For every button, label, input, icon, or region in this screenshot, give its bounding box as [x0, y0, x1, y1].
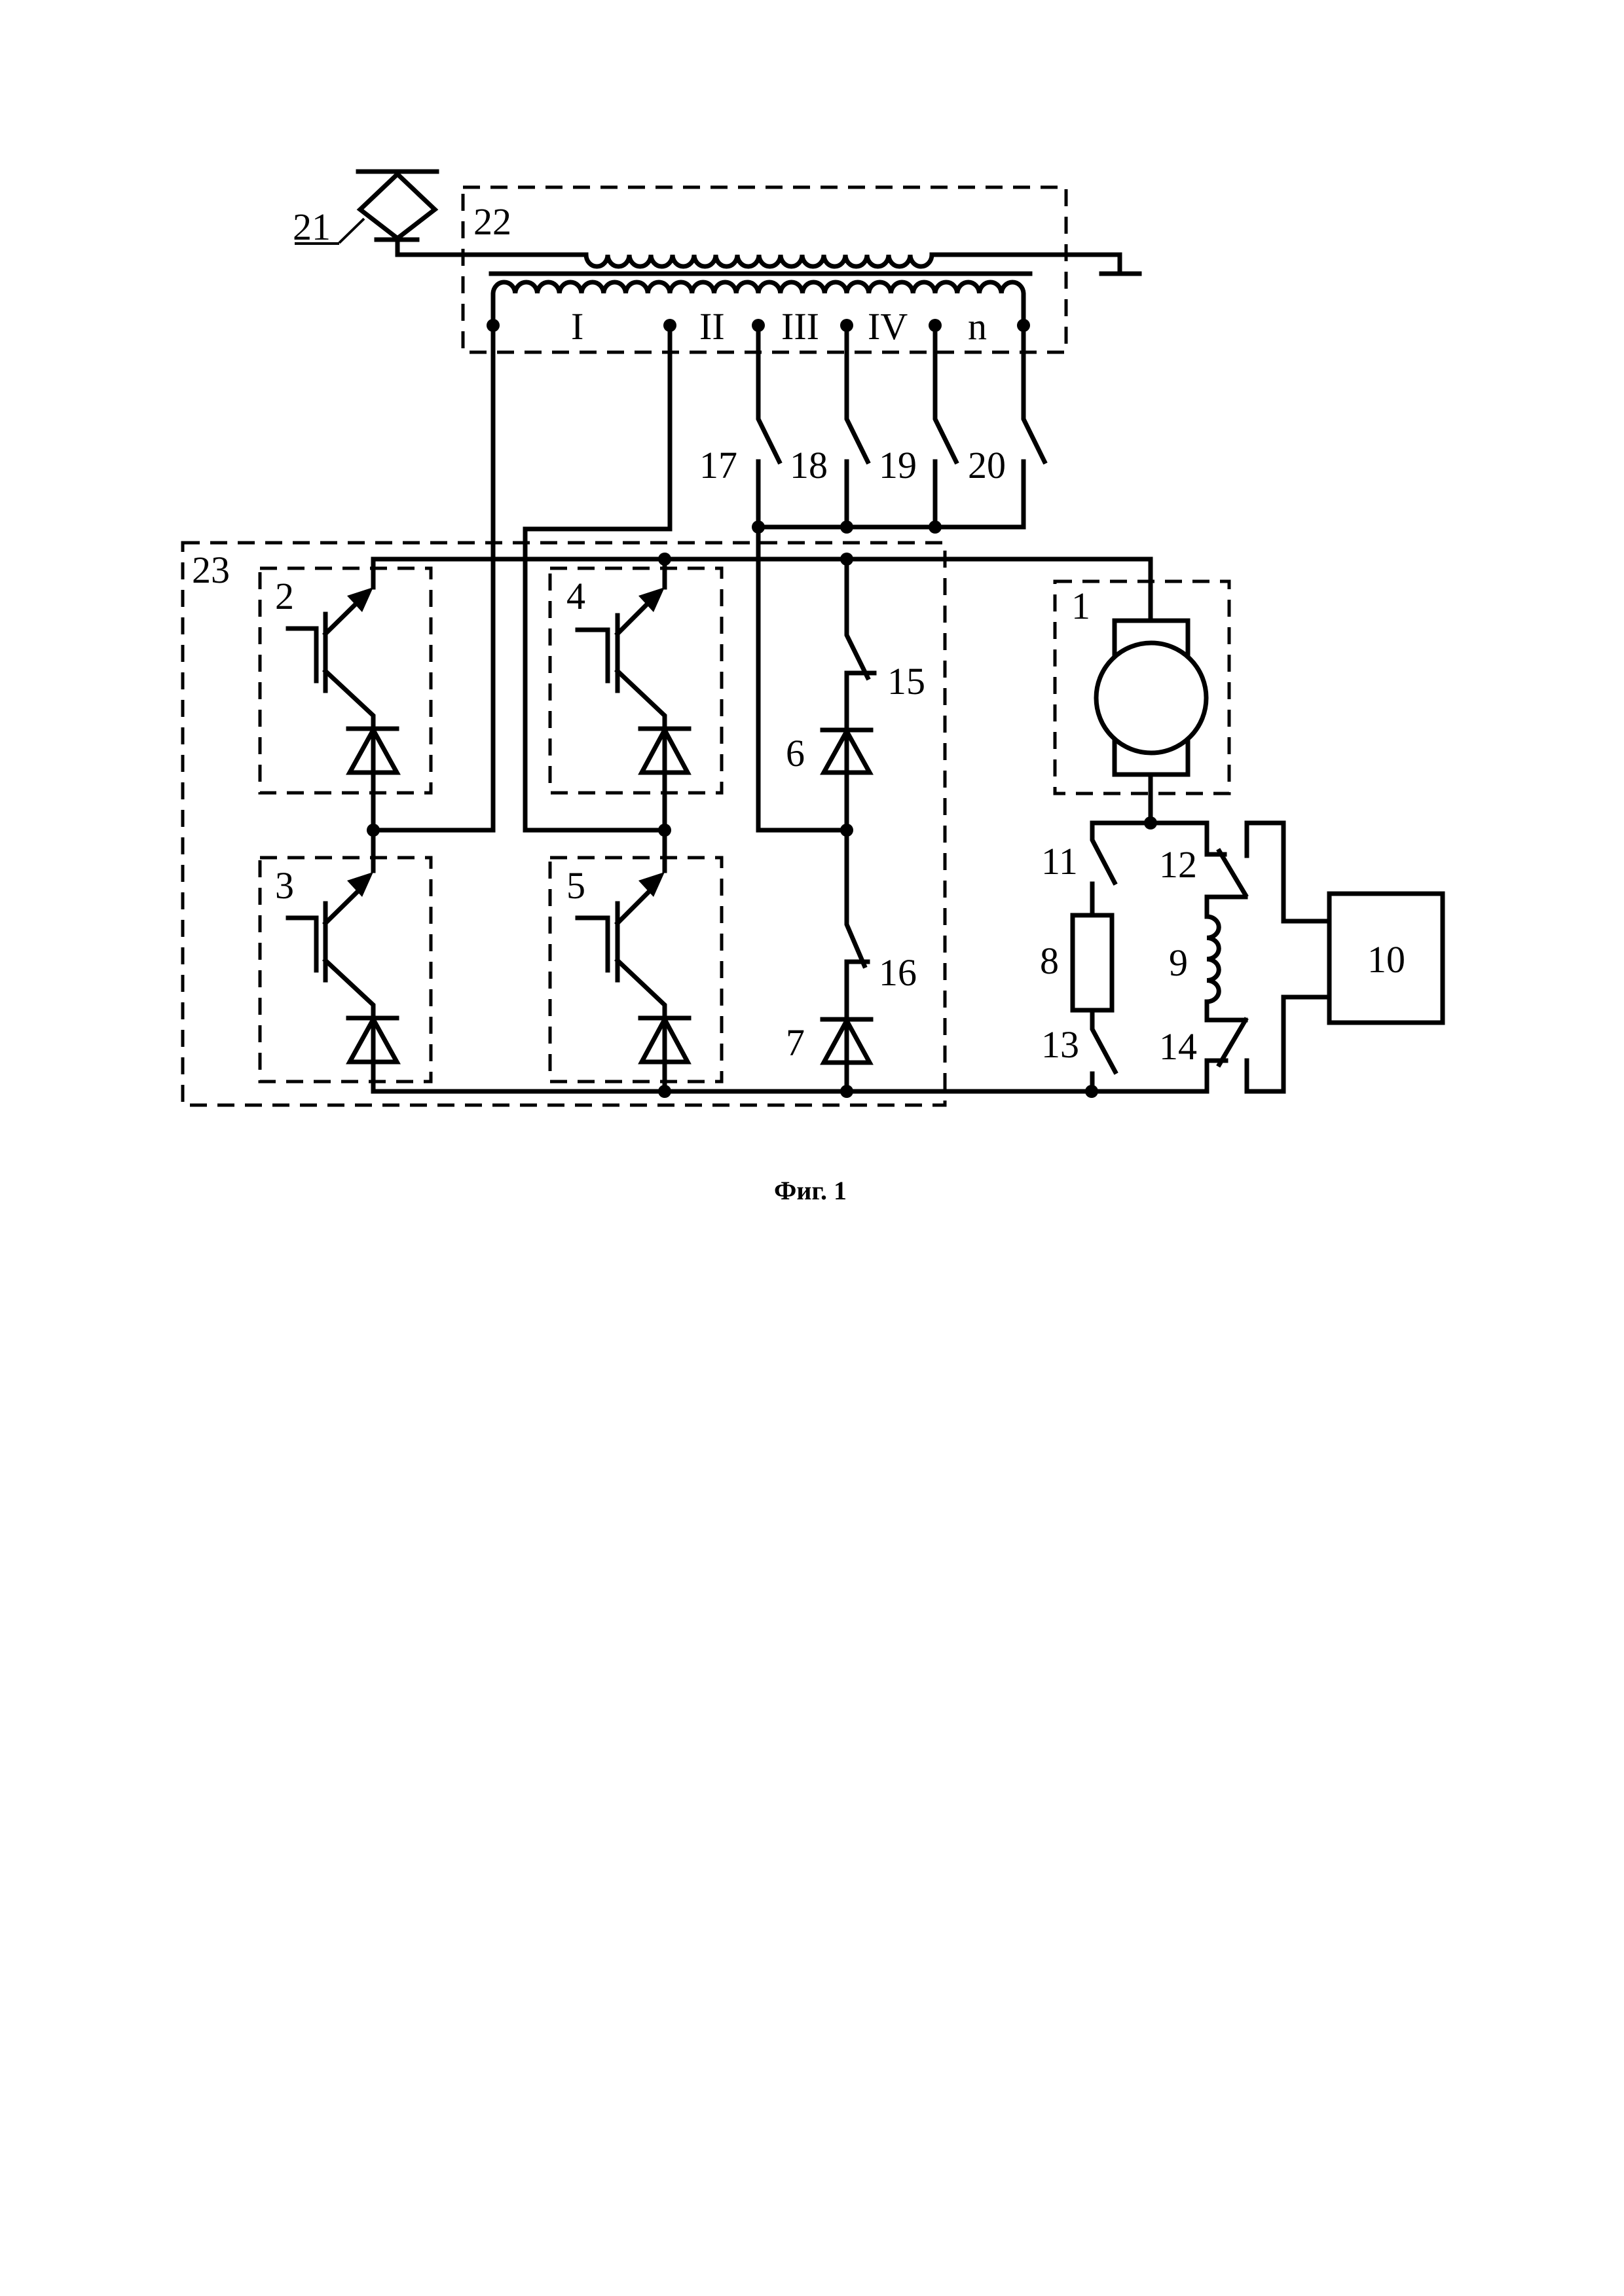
diode-6-icon	[820, 726, 874, 775]
switch-12	[1204, 820, 1249, 919]
label-4: 4	[566, 575, 585, 617]
switch-16	[844, 828, 870, 1094]
igbt-module-4	[548, 556, 724, 833]
primary-winding-icon	[583, 252, 1122, 276]
label-11: 11	[1041, 840, 1078, 883]
label-14: 14	[1159, 1025, 1197, 1068]
label-18: 18	[790, 444, 828, 486]
igbt-module-5	[548, 828, 724, 1094]
label-19: 19	[879, 444, 917, 486]
igbt-icon	[286, 587, 376, 833]
figure-caption: Фиг. 1	[774, 1176, 847, 1205]
label-10: 10	[1367, 938, 1405, 981]
diode-7-icon	[820, 1015, 874, 1065]
switch-11	[1090, 820, 1118, 918]
pantograph-leader-line	[338, 217, 365, 244]
label-17: 17	[699, 444, 737, 486]
tap-switch-20	[1021, 323, 1048, 530]
igbt-module-2	[258, 566, 433, 833]
winding-section-n: n	[968, 305, 987, 348]
tap-I-wire	[371, 323, 496, 833]
field-coil-9-icon	[1204, 914, 1221, 1004]
actuator-link-lower	[1244, 994, 1332, 1094]
winding-section-I: I	[571, 305, 583, 348]
pantograph-icon	[295, 169, 589, 257]
label-16: 16	[879, 951, 917, 994]
top-bus	[371, 556, 1153, 623]
igbt-icon	[575, 828, 667, 1094]
module-boundary	[258, 856, 433, 1084]
tap-III-wire	[756, 524, 849, 833]
motor-icon	[1094, 618, 1209, 777]
secondary-winding-icon	[490, 280, 1026, 330]
junction-dot	[929, 520, 942, 534]
winding-section-IV: IV	[868, 305, 908, 348]
igbt-icon	[286, 828, 376, 1094]
converter-boundary	[181, 541, 947, 1107]
diode-icon	[638, 725, 692, 775]
label-23: 23	[192, 549, 230, 591]
resistor-8-icon	[1070, 913, 1115, 1013]
tap-switch-19	[932, 323, 959, 530]
bottom-bus	[371, 1058, 1209, 1094]
label-5: 5	[566, 864, 585, 907]
label-22: 22	[473, 200, 511, 243]
label-13: 13	[1041, 1023, 1079, 1066]
igbt-module-3	[258, 828, 433, 1094]
module-boundary	[548, 856, 724, 1084]
tap-switch-17	[756, 323, 783, 530]
label-20: 20	[968, 444, 1006, 486]
tap-II-wire	[523, 323, 673, 833]
switch-14	[1204, 999, 1249, 1068]
winding-section-III: III	[781, 305, 819, 348]
diode-icon	[638, 1014, 692, 1065]
label-6: 6	[786, 732, 805, 774]
label-7: 7	[786, 1021, 805, 1064]
motor-boundary	[1053, 579, 1231, 795]
switch-15	[844, 556, 877, 833]
winding-section-II: II	[699, 305, 725, 348]
igbt-icon	[575, 556, 667, 833]
diode-icon	[346, 1014, 401, 1065]
tap-switch-18	[844, 323, 871, 530]
diode-icon	[346, 725, 401, 775]
label-21: 21	[293, 206, 331, 248]
label-15: 15	[887, 660, 925, 702]
label-8: 8	[1040, 939, 1059, 982]
label-9: 9	[1169, 941, 1188, 984]
label-12: 12	[1159, 843, 1197, 886]
label-1: 1	[1071, 585, 1090, 627]
switch-13	[1090, 1008, 1118, 1094]
junction-dot	[840, 520, 853, 534]
control-unit-10	[1327, 891, 1445, 1025]
module-boundary	[548, 566, 724, 795]
label-3: 3	[275, 864, 294, 907]
label-2: 2	[275, 575, 294, 617]
module-boundary	[258, 566, 433, 795]
actuator-link-upper	[1244, 820, 1332, 924]
